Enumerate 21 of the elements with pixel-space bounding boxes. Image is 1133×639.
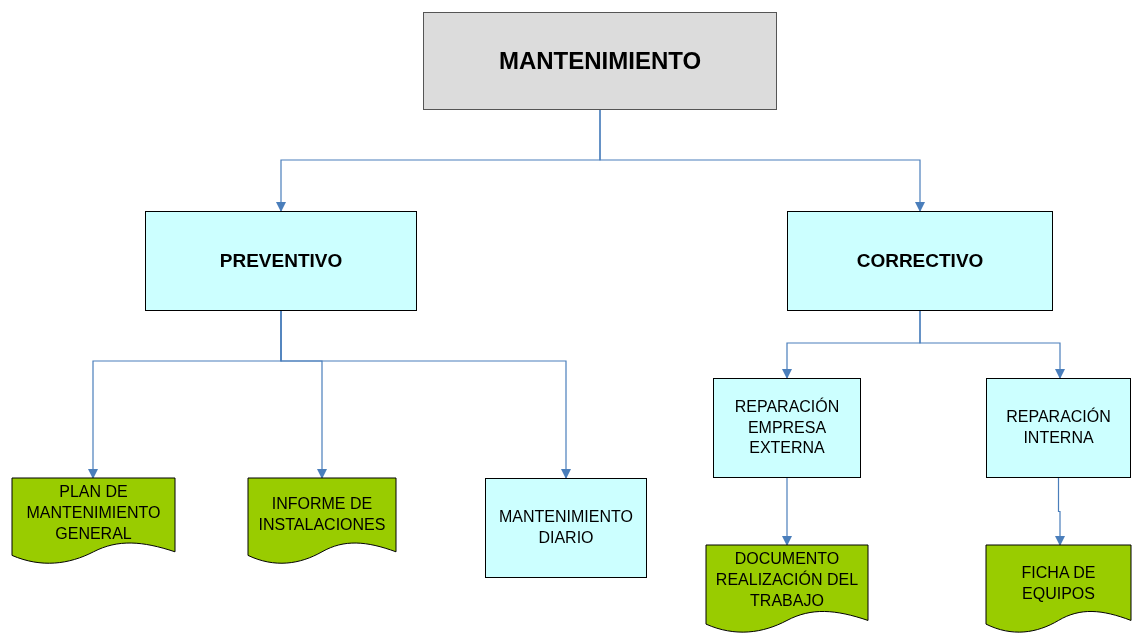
node-label: INFORME DE INSTALACIONES <box>257 494 387 535</box>
title-box <box>423 12 777 110</box>
connector-arrow <box>1055 477 1065 546</box>
node-label: REPARACIÓN EMPRESA EXTERNA <box>733 396 841 459</box>
connector-arrow <box>599 109 925 212</box>
node-label: REPARACIÓN INTERNA <box>1005 407 1112 448</box>
node-label: FICHA DE EQUIPOS <box>1020 563 1097 604</box>
process-box <box>787 211 1053 311</box>
process-box <box>485 478 647 578</box>
title-text: MANTENIMIENTO <box>497 46 703 77</box>
process-box <box>713 378 861 478</box>
process-box <box>145 211 417 311</box>
node-label: PLAN DE MANTENIMIENTO GENERAL <box>25 482 162 544</box>
node-label: PREVENTIVO <box>218 248 344 273</box>
connector-arrow <box>919 310 1065 379</box>
node-label: DOCUMENTO REALIZACIÓN DEL TRABAJO <box>714 549 860 611</box>
connector-arrow <box>782 477 792 546</box>
node-label: MANTENIMIENTO DIARIO <box>498 507 634 548</box>
process-box <box>986 378 1131 478</box>
connector-arrow <box>280 310 571 479</box>
node-label: CORRECTIVO <box>855 248 985 273</box>
